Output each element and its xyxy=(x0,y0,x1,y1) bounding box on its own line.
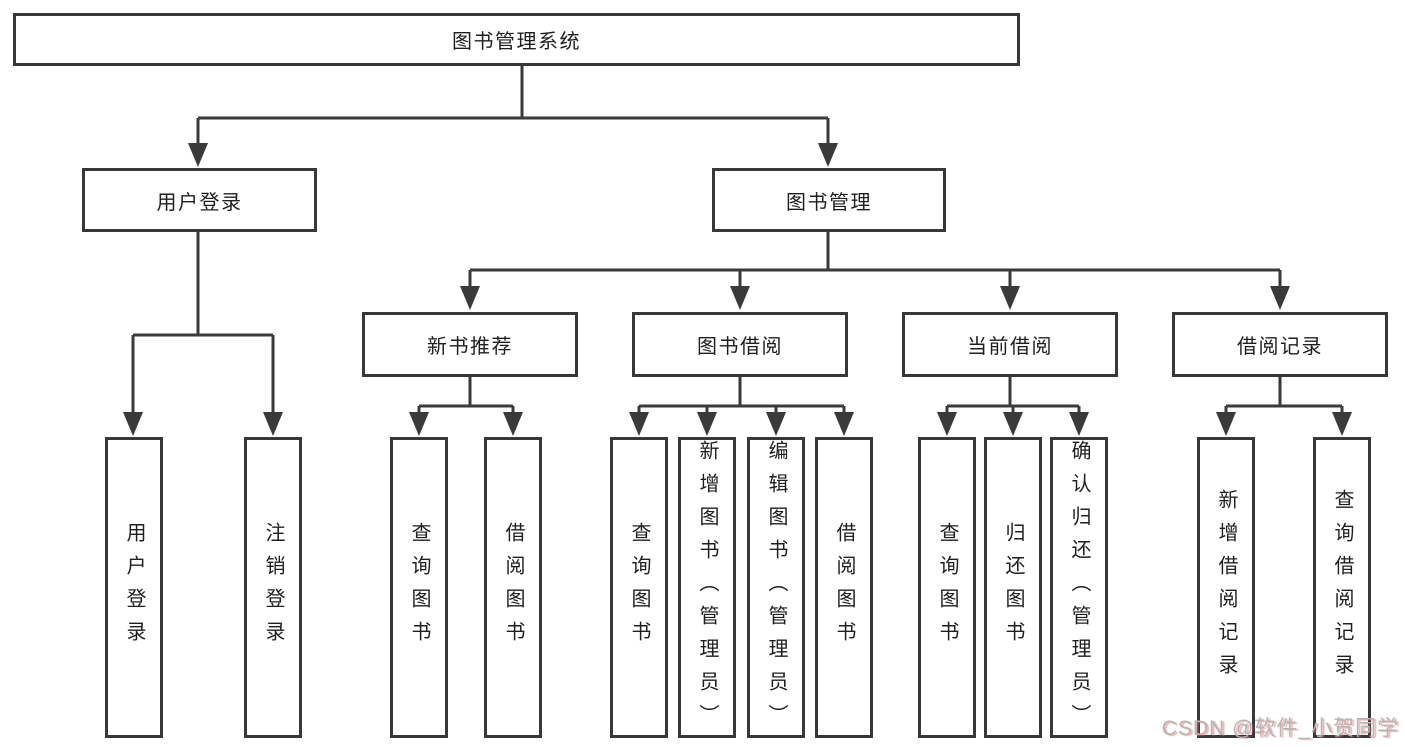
leaf-borrowing-add-books-admin: 新增图书（管理员） xyxy=(678,437,736,738)
leaf-recommend-borrow-books: 借阅图书 xyxy=(484,437,542,738)
leaf-borrowing-query-books: 查询图书 xyxy=(610,437,668,738)
leaf-branch-lines xyxy=(417,377,1344,414)
leaf-recommend-query-books: 查询图书 xyxy=(390,437,448,738)
leaf-user-login-label: 用户登录 xyxy=(123,521,145,654)
leaf-current-confirm-return-admin: 确认归还（管理员） xyxy=(1050,437,1108,738)
leaf-records-add-borrow-record: 新增借阅记录 xyxy=(1197,437,1255,738)
leaf-arrowheads xyxy=(123,412,1352,436)
leaf-records-query-borrow-record: 查询借阅记录 xyxy=(1313,437,1371,738)
node-book-management: 图书管理 xyxy=(712,168,946,232)
leaf-current-query-books: 查询图书 xyxy=(918,437,976,738)
node-new-book-recommendation: 新书推荐 xyxy=(362,312,578,377)
leaf-user-login: 用户登录 xyxy=(105,437,163,738)
leaf-recommend-borrow-books-label: 借阅图书 xyxy=(502,521,524,654)
watermark: CSDN @软件_小贺同学 xyxy=(1161,717,1399,740)
leaf-borrowing-edit-books-admin: 编辑图书（管理员） xyxy=(747,437,805,738)
leaf-logout-label: 注销登录 xyxy=(262,521,284,654)
leaf-current-confirm-return-admin-label: 确认归还（管理员） xyxy=(1068,440,1090,737)
leaf-borrowing-borrow-books-label: 借阅图书 xyxy=(833,521,855,654)
node-borrowing-records: 借阅记录 xyxy=(1172,312,1388,377)
leaf-current-return-books: 归还图书 xyxy=(984,437,1042,738)
leaf-current-return-books-label: 归还图书 xyxy=(1002,521,1024,654)
node-user-login: 用户登录 xyxy=(82,168,317,232)
node-root: 图书管理系统 xyxy=(13,13,1020,66)
level3-arrowheads xyxy=(460,286,1290,310)
leaf-records-add-borrow-record-label: 新增借阅记录 xyxy=(1215,488,1237,687)
node-book-borrowing: 图书借阅 xyxy=(632,312,848,377)
node-current-borrowing: 当前借阅 xyxy=(902,312,1118,377)
leaf-borrowing-edit-books-admin-label: 编辑图书（管理员） xyxy=(765,440,787,737)
leaf-borrowing-add-books-admin-label: 新增图书（管理员） xyxy=(696,440,718,737)
level2-arrowheads xyxy=(188,143,838,167)
leaf-logout: 注销登录 xyxy=(244,437,302,738)
leaf-recommend-query-books-label: 查询图书 xyxy=(408,521,430,654)
book-management-branch-lines xyxy=(468,232,1282,288)
leaf-borrowing-query-books-label: 查询图书 xyxy=(628,521,650,654)
leaf-current-query-books-label: 查询图书 xyxy=(936,521,958,654)
root-connector-lines xyxy=(196,66,830,145)
leaf-borrowing-borrow-books: 借阅图书 xyxy=(815,437,873,738)
leaf-records-query-borrow-record-label: 查询借阅记录 xyxy=(1331,488,1353,687)
user-login-branch-lines xyxy=(131,232,275,414)
